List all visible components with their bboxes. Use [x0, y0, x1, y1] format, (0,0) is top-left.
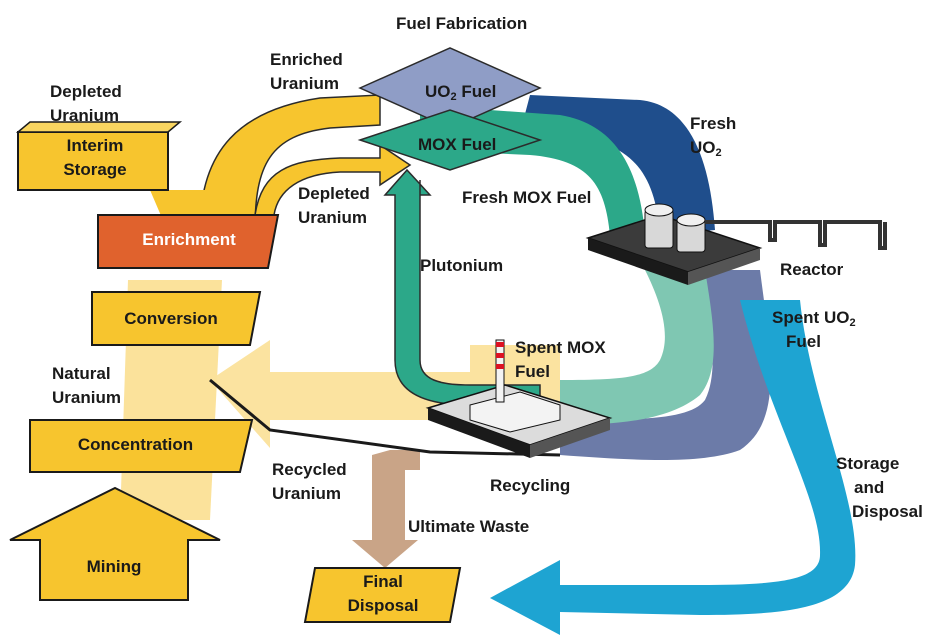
recycled-uranium-outline	[209, 378, 561, 457]
fuel-fabrication-label: Fuel Fabrication	[396, 14, 528, 33]
spent-mox-line1: Spent MOX	[515, 338, 606, 357]
enriched-uranium-label: Enriched Uranium	[270, 48, 343, 96]
interim-storage-top	[15, 121, 183, 133]
final-disposal-line1: Final	[363, 572, 403, 591]
recycling-stack-band2	[496, 353, 504, 358]
uo2-fuel-box	[358, 47, 542, 129]
reactor-tank-1-top	[644, 203, 674, 217]
natural-uranium-line2: Uranium	[52, 388, 121, 407]
recycling-stack-band1	[496, 342, 504, 347]
storage-disposal-line3: Disposal	[852, 502, 923, 521]
plutonium-label: Plutonium	[420, 256, 504, 275]
concentration-box	[29, 419, 254, 473]
uo2-fuel-rest: Fuel	[456, 82, 497, 101]
recycled-uranium-arrow	[210, 340, 560, 448]
final-disposal-label: Final Disposal	[318, 570, 448, 618]
final-disposal-box	[303, 567, 462, 623]
natural-uranium-label: Natural Uranium	[52, 362, 121, 410]
recycled-uranium-line2: Uranium	[272, 484, 341, 503]
concentration-label: Concentration	[77, 435, 194, 454]
recycled-uranium-label: Recycled Uranium	[272, 458, 347, 506]
reactor-base-side	[588, 238, 688, 285]
mox-fuel-label: MOX Fuel	[418, 135, 497, 154]
enrichment-box	[97, 214, 280, 269]
depleted-uranium-top-line2: Uranium	[50, 106, 119, 125]
mox-fuel-box	[357, 109, 543, 171]
enrichment-label: Enrichment	[142, 230, 236, 249]
fresh-uo2-label: Fresh UO2	[690, 112, 736, 160]
mining-arrow	[9, 486, 221, 601]
interim-storage-line1: Interim	[66, 136, 124, 155]
recycling-building	[469, 391, 561, 433]
fresh-uo2-text: UO	[690, 138, 716, 157]
spent-mox-fuel-label: Spent MOX Fuel	[515, 336, 606, 384]
spent-mox-line2: Fuel	[515, 362, 550, 381]
interim-storage-line2: Storage	[63, 160, 127, 179]
mining-label: Mining	[86, 557, 142, 576]
recycling-label: Recycling	[490, 476, 571, 495]
enriched-uranium-line2: Uranium	[270, 74, 339, 93]
recycling-stack-band3	[496, 364, 504, 369]
recycled-uranium-line1: Recycled	[272, 460, 347, 479]
reactor-label: Reactor	[780, 260, 844, 279]
recycling-base-side2	[530, 418, 610, 458]
uo2-fuel-label: UO2 Fuel	[425, 80, 496, 104]
spent-uo2-text: Spent UO	[772, 308, 850, 327]
conversion-box	[91, 291, 262, 346]
natural-uranium-line1: Natural	[52, 364, 111, 383]
storage-disposal-line1: Storage	[836, 454, 900, 473]
depleted-uranium-top-line1: Depleted	[50, 82, 122, 101]
reactor-tank-2-top	[676, 213, 706, 227]
depleted-uranium-mid-label: Depleted Uranium	[298, 182, 370, 230]
uo2-fuel-sub: 2	[450, 91, 457, 103]
recycling-stack	[495, 339, 505, 403]
spent-uo2-sub: 2	[849, 317, 856, 329]
fresh-uo2-line1: Fresh	[690, 114, 737, 133]
depleted-uranium-arrow	[254, 143, 412, 216]
spent-mox-band	[560, 270, 714, 425]
uo2-fuel-text: UO	[425, 82, 451, 101]
depleted-uranium-mid-line2: Uranium	[298, 208, 367, 227]
ultimate-waste-arrow	[352, 450, 420, 568]
storage-disposal-line2: and	[854, 478, 885, 497]
spent-uo2-fuel-label: Spent UO2 Fuel	[772, 306, 856, 354]
fresh-mox-fuel-label: Fresh MOX Fuel	[462, 188, 592, 207]
reactor-base-side2	[688, 248, 760, 285]
depleted-uranium-top-label: Depleted Uranium	[50, 80, 122, 128]
reactor-power-line	[705, 220, 887, 250]
depleted-uranium-mid-line1: Depleted	[298, 184, 370, 203]
enriched-uranium-line1: Enriched	[270, 50, 343, 69]
recycling-base-side	[428, 408, 530, 458]
final-disposal-line2: Disposal	[347, 596, 419, 615]
fresh-uo2-sub: 2	[715, 147, 722, 159]
storage-disposal-arrow	[490, 300, 856, 635]
storage-disposal-label: Storage and Disposal	[836, 452, 923, 524]
ultimate-waste-label: Ultimate Waste	[408, 517, 530, 536]
interim-storage-label: Interim Storage	[35, 134, 155, 182]
spent-uo2-line2: Fuel	[786, 332, 821, 351]
conversion-label: Conversion	[124, 309, 218, 328]
spent-uo2-band	[560, 270, 771, 460]
